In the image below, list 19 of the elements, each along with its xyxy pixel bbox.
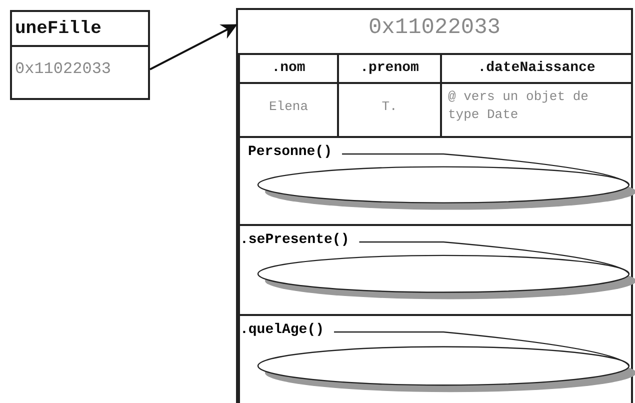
object-address: 0x11022033 bbox=[367, 14, 502, 42]
field-name: .prenom bbox=[359, 59, 420, 78]
method-name: .quelAge() bbox=[240, 321, 324, 338]
field-name: .nom bbox=[270, 59, 306, 78]
method-section bbox=[238, 136, 633, 226]
method-name: .sePresente() bbox=[240, 231, 350, 248]
variable-box bbox=[10, 10, 150, 100]
field-value: T. bbox=[380, 98, 398, 116]
method-section bbox=[238, 224, 633, 316]
variable-name: uneFille bbox=[12, 12, 148, 47]
field-name: .dateNaissance bbox=[476, 59, 596, 78]
object-box bbox=[236, 8, 633, 403]
method-section bbox=[238, 314, 633, 403]
method-name: Personne() bbox=[247, 143, 332, 160]
field-value: Elena bbox=[268, 98, 309, 116]
field-header bbox=[238, 53, 339, 84]
address-value: 0x11022033 bbox=[14, 59, 112, 80]
field-value: @ vers un objet de type Date bbox=[447, 88, 590, 124]
arrow bbox=[150, 24, 238, 70]
